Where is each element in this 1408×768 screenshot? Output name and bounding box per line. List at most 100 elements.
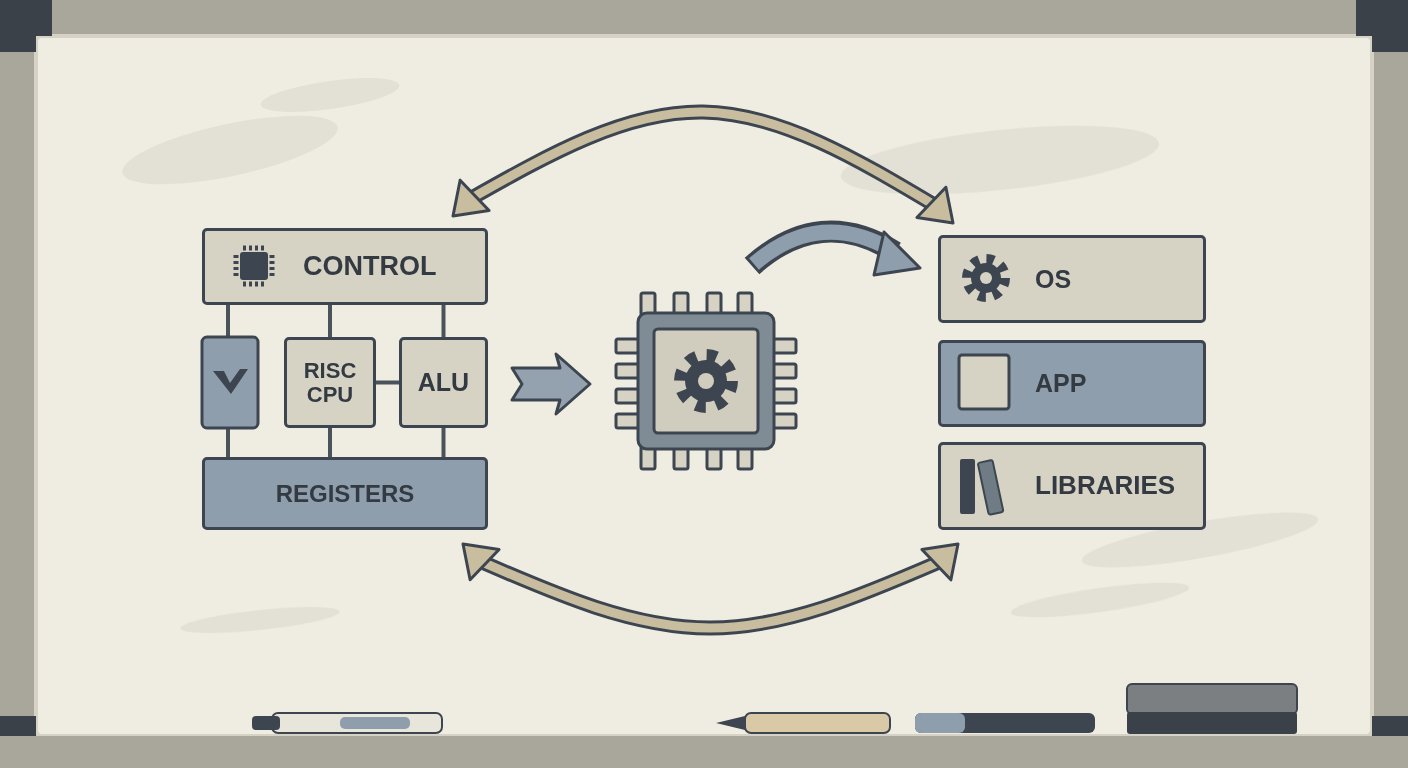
smudges [259, 71, 402, 118]
smudges [117, 71, 1321, 638]
app-icon [959, 355, 1009, 409]
arrow-head [453, 180, 489, 216]
chip-illustration [680, 355, 732, 407]
box-label: CONTROL [303, 252, 436, 280]
connector [453, 112, 953, 223]
marker-tray [0, 684, 1408, 768]
arrow-heads [463, 544, 958, 580]
box-label: REGISTERS [276, 481, 415, 506]
bus-line [328, 428, 332, 457]
chip-illustration [616, 364, 640, 378]
box-label: ALU [418, 369, 469, 395]
chip-illustration [616, 414, 640, 428]
chip-icon [243, 246, 267, 251]
box-label: OS [1035, 266, 1071, 292]
chip-icon [234, 255, 239, 279]
books-icon [960, 459, 975, 514]
connector [330, 305, 331, 337]
chip-icon [243, 282, 267, 287]
box-label: APP [1035, 370, 1086, 396]
curved-arrow [752, 232, 920, 275]
chip-icon [241, 253, 267, 279]
connector [443, 428, 444, 457]
chip-illustration [616, 339, 640, 353]
smudges [1009, 576, 1191, 625]
gear-icon [967, 259, 1005, 297]
marker-tray [0, 736, 1408, 768]
flow-arrow [512, 354, 590, 414]
chip-illustration [772, 364, 796, 378]
books-icon [978, 460, 1004, 515]
gear-icon [967, 259, 1005, 297]
arrow-heads [453, 180, 953, 223]
arrow-head [922, 544, 958, 580]
frame-corners [0, 0, 52, 52]
marker [340, 717, 410, 729]
marker [272, 713, 442, 733]
curved-arrow [754, 232, 895, 264]
eraser [1127, 684, 1297, 734]
gear-icon [971, 263, 1001, 293]
arrow-outline [472, 112, 935, 205]
icon-block [213, 369, 248, 394]
arrow-shaft [482, 562, 940, 628]
chip-illustration [772, 389, 796, 403]
smudges [838, 113, 1163, 206]
chip-illustration [616, 293, 796, 469]
books-icon [960, 459, 1003, 515]
chip-illustration [772, 339, 796, 353]
box-label: LIBRARIES [1035, 472, 1175, 499]
marker [915, 713, 1095, 733]
box-label: RISC CPU [293, 359, 367, 405]
marker [716, 713, 890, 733]
icon-block [202, 337, 258, 428]
connector [463, 544, 958, 628]
connector [376, 382, 399, 383]
bus-lines [226, 428, 230, 457]
software-layer: LIBRARIES [938, 442, 1206, 530]
marker [915, 713, 965, 733]
chip-illustration [685, 360, 727, 402]
bus-line [442, 305, 446, 337]
connector [443, 305, 444, 337]
bus-line [376, 381, 399, 385]
chip-illustration [616, 389, 640, 403]
marker [745, 713, 890, 733]
alu-box: ALU [399, 337, 488, 428]
chip-icon [270, 255, 275, 279]
app-icon [959, 355, 1009, 409]
icon-block [202, 337, 258, 428]
curved-arrow [752, 232, 895, 266]
software-layer: APP [938, 340, 1206, 427]
bus-line [328, 305, 332, 337]
frame-corners [1356, 0, 1408, 52]
curved-arrow [874, 232, 920, 275]
chip-illustration [654, 329, 758, 433]
chip-icon [236, 248, 272, 284]
software-layer: OS [938, 235, 1206, 323]
control-box: CONTROL [202, 228, 488, 305]
marker [716, 716, 745, 730]
eraser [1127, 684, 1297, 714]
flow-arrow [512, 354, 590, 414]
gear-icon [980, 272, 992, 284]
arrow-head [463, 544, 499, 580]
smudges [117, 102, 343, 199]
chip-illustration [698, 373, 714, 389]
marker [252, 716, 280, 730]
arrow-shaft [472, 112, 935, 205]
eraser [1127, 712, 1297, 734]
arrow-head [917, 187, 953, 223]
bus-lines [226, 305, 230, 337]
marker [252, 713, 442, 733]
arrow-outline [482, 562, 940, 628]
chip-illustration [772, 414, 796, 428]
arrow-fill [472, 112, 935, 205]
register-bar: REGISTERS [202, 457, 488, 530]
arrow-fill [482, 562, 940, 628]
connector [330, 428, 331, 457]
board-surface [36, 36, 1372, 736]
